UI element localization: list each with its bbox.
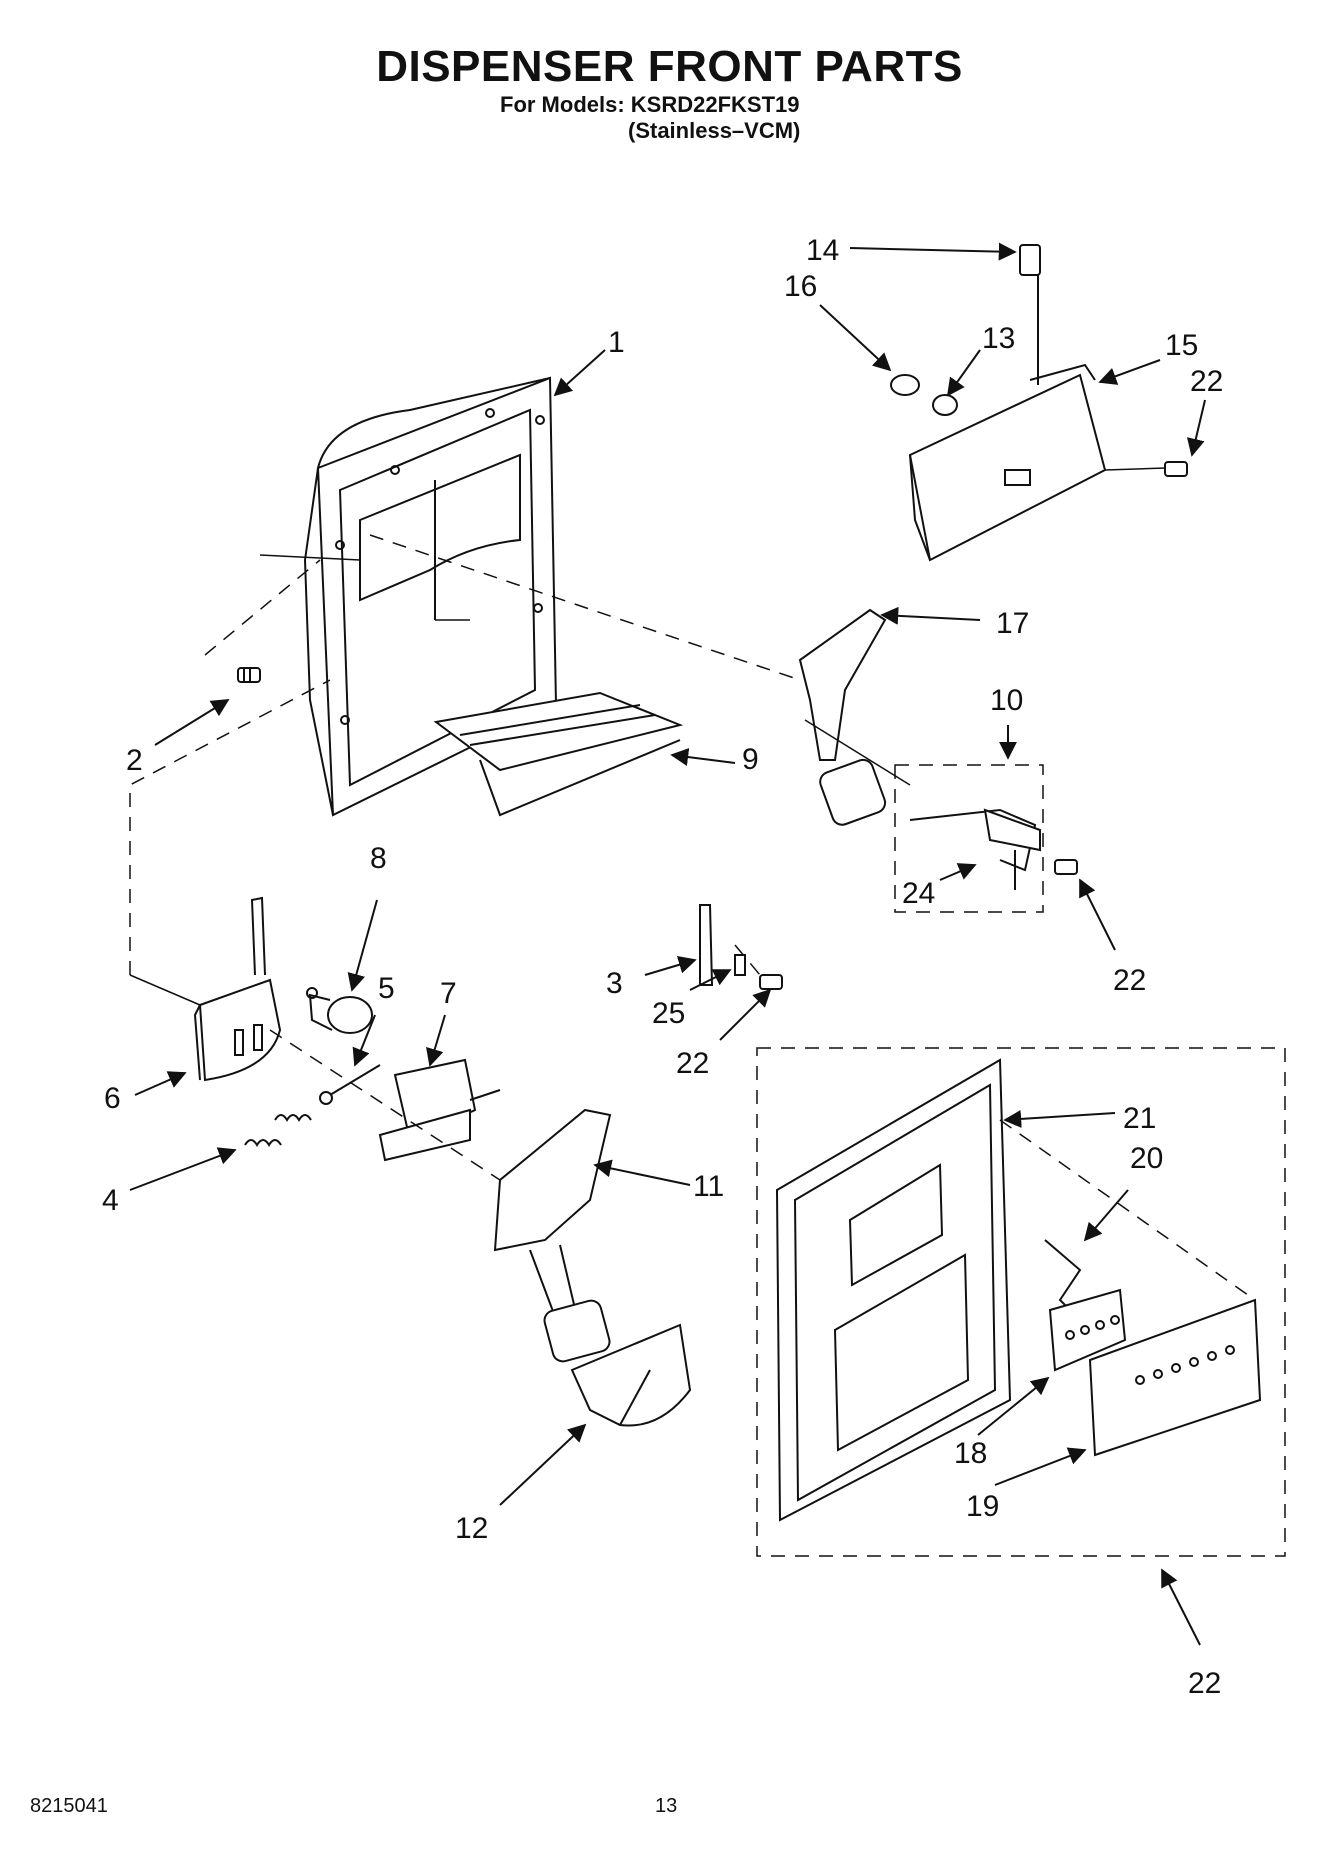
callout-arrow xyxy=(819,304,892,372)
callout-arrow xyxy=(352,1014,376,1067)
callout-label: 4 xyxy=(102,1184,119,1217)
ice-paddle-part xyxy=(493,1108,612,1363)
callout-arrow xyxy=(1083,1189,1129,1242)
callout-label: 16 xyxy=(784,270,817,303)
callout-arrow xyxy=(134,1071,187,1096)
callout-arrow xyxy=(154,699,230,746)
page-number: 13 xyxy=(655,1795,678,1817)
light-socket-part xyxy=(1019,244,1041,385)
callout-label: 9 xyxy=(742,743,759,776)
callout-arrow xyxy=(426,1014,446,1067)
water-switch-assembly-part xyxy=(909,808,1041,890)
alignment-line xyxy=(369,534,801,681)
leader-line xyxy=(259,554,361,561)
assembly-23-box xyxy=(756,1047,1286,1557)
callout-label: 22 xyxy=(1113,964,1146,997)
callout-arrow xyxy=(946,349,981,397)
callout-arrow xyxy=(849,242,1017,261)
callout-arrow xyxy=(880,606,981,625)
model-variant: (Stainless–VCM) xyxy=(628,118,801,143)
callout-label: 3 xyxy=(606,967,623,1000)
models-label: For Models: KSRD22FKST19 xyxy=(500,92,800,117)
model-info: For Models: KSRD22FKST19 (Stainless–VCM) xyxy=(500,92,800,144)
alignment-line xyxy=(734,944,761,976)
callout-arrow xyxy=(1098,359,1161,385)
alignment-line xyxy=(269,1029,501,1181)
lever-bracket-part xyxy=(378,1058,501,1162)
callout-arrow xyxy=(689,969,732,991)
callout-arrow xyxy=(1003,1109,1116,1128)
control-overlay-part xyxy=(1088,1298,1262,1457)
assembly-10-box xyxy=(894,764,1044,913)
light-bulb-part xyxy=(890,374,958,416)
callout-label: 8 xyxy=(370,842,387,875)
callout-label: 13 xyxy=(982,322,1015,355)
callout-label: 2 xyxy=(126,744,143,777)
callout-arrow xyxy=(553,349,606,397)
callout-arrow xyxy=(499,1423,587,1506)
callout-label: 1 xyxy=(608,326,625,359)
water-paddle-part xyxy=(798,608,887,826)
callout-arrow xyxy=(1161,1568,1201,1646)
callout-label: 12 xyxy=(455,1512,488,1545)
callout-arrow xyxy=(977,1376,1050,1436)
leader-line xyxy=(129,974,201,1006)
actuator-part xyxy=(306,987,373,1034)
ice-funnel-part xyxy=(570,1323,692,1427)
leader-line xyxy=(804,719,911,786)
alignment-line xyxy=(129,679,331,975)
light-bracket-part xyxy=(908,363,1107,562)
callout-arrow xyxy=(593,1159,691,1186)
spring-part xyxy=(244,1114,312,1147)
clip-part xyxy=(699,904,783,990)
callout-label: 7 xyxy=(440,977,457,1010)
alignment-line xyxy=(999,1119,1256,1301)
callout-arrow xyxy=(644,956,697,976)
callout-label: 14 xyxy=(806,234,839,267)
drip-tray-part xyxy=(433,691,684,817)
callout-label: 22 xyxy=(1190,365,1223,398)
screw-part-22-b xyxy=(1164,461,1188,477)
callout-label: 22 xyxy=(676,1047,709,1080)
callout-arrow xyxy=(994,1447,1087,1486)
callout-label: 17 xyxy=(996,607,1029,640)
callout-arrow xyxy=(347,899,378,992)
callout-label: 18 xyxy=(954,1437,987,1470)
screw-part-2 xyxy=(237,667,261,683)
dispenser-front-trim-part xyxy=(775,1058,1012,1522)
screw-part-22-a xyxy=(1054,859,1078,875)
pivot-pin-part xyxy=(319,1064,381,1105)
callout-arrow xyxy=(719,988,772,1041)
leader-line xyxy=(1104,467,1166,471)
callout-label: 22 xyxy=(1188,1667,1221,1700)
callout-label: 15 xyxy=(1165,329,1198,362)
callout-label: 25 xyxy=(652,997,685,1030)
dispenser-switch-part xyxy=(193,896,282,1082)
callout-label: 5 xyxy=(378,972,395,1005)
callout-label: 6 xyxy=(104,1082,121,1115)
callout-arrow xyxy=(1079,878,1116,951)
callout-label: 24 xyxy=(902,877,935,910)
callout-arrow xyxy=(670,748,736,766)
callout-label: 20 xyxy=(1130,1142,1163,1175)
callout-label: 10 xyxy=(990,684,1023,717)
page-title: DISPENSER FRONT PARTS xyxy=(376,42,963,91)
control-board-part xyxy=(1044,1239,1127,1372)
alignment-line xyxy=(204,559,321,656)
callout-arrow xyxy=(939,863,977,881)
callout-label: 19 xyxy=(966,1490,999,1523)
callout-arrow xyxy=(129,1147,237,1191)
callout-label: 11 xyxy=(693,1170,724,1203)
document-number: 8215041 xyxy=(30,1795,108,1817)
callout-arrow xyxy=(1186,399,1206,457)
callout-label: 21 xyxy=(1123,1102,1156,1135)
